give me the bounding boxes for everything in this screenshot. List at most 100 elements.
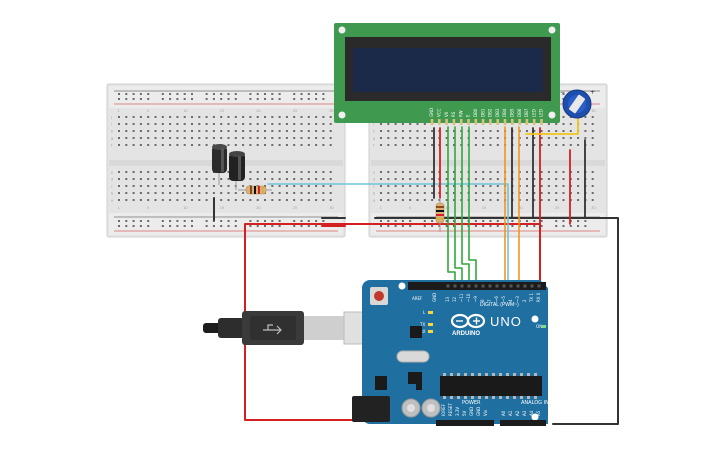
rail-hole [526,220,528,222]
rail-hole [496,225,499,227]
breadboard-hole [285,178,288,180]
breadboard-hole [198,137,201,139]
breadboard-hole [307,137,310,139]
breadboard-hole [489,171,492,173]
breadboard-hole [482,144,485,146]
rail-hole [212,98,215,100]
rail-hole [249,98,252,100]
breadboard-hole [293,130,296,132]
rail-hole [176,220,179,222]
header-pin-hole [481,284,485,288]
rail-hole [212,220,215,222]
chip-pin [478,373,481,376]
breadboard-hole [329,130,332,132]
rail-hole [139,93,142,95]
gnd-pin-label: GND [432,293,437,302]
rail-hole [489,220,492,222]
breadboard-hole [489,144,492,146]
breadboard-hole [431,171,434,173]
breadboard-hole [249,171,252,173]
breadboard-hole [445,130,448,132]
breadboard-hole [489,199,492,201]
rail-hole [220,98,223,100]
breadboard-hole [205,171,208,173]
breadboard-hole [394,130,397,132]
breadboard-hole [118,185,120,187]
row-letter: a [111,199,113,203]
breadboard-hole [220,192,223,194]
breadboard-hole [409,185,412,187]
chip-pin [492,373,495,376]
row-letter: a [373,199,375,203]
rail-hole [147,98,150,100]
breadboard-hole [176,171,179,173]
column-number: 25 [555,206,559,210]
breadboard-hole [562,185,565,187]
header-pin-hole [446,284,450,288]
breadboard-hole [139,144,142,146]
row-letter: e [373,171,375,175]
breadboard-hole [322,199,325,201]
breadboard-hole [285,116,288,118]
breadboard-hole [584,137,587,139]
breadboard-hole [256,130,259,132]
rail-hole [220,220,223,222]
column-number: 15 [220,206,224,210]
breadboard-hole [118,123,120,125]
breadboard-hole [540,192,543,194]
breadboard-hole [474,144,477,146]
breadboard-hole [453,192,455,194]
breadboard-hole [489,130,492,132]
rail-hole [169,98,172,100]
chip-pin [492,396,495,399]
rail-hole [584,225,587,227]
uno-logo-text: UNO [490,314,522,329]
breadboard-hole [591,185,594,187]
header-pin-hole [467,284,471,288]
breadboard-hole [147,171,150,173]
breadboard-hole [183,199,186,201]
breadboard-hole [278,192,281,194]
breadboard-hole [315,178,318,180]
rail-hole [147,225,150,227]
breadboard-hole [423,185,426,187]
breadboard-hole [220,178,223,180]
breadboard-hole [387,192,390,194]
breadboard-hole [409,199,412,201]
svg-text:5V: 5V [462,410,467,416]
chip-pin [457,373,460,376]
lcd-pin-label: DB6 [517,108,522,117]
breadboard-hole [474,130,477,132]
chip-pin [471,373,474,376]
reset-button-cap[interactable] [374,291,384,301]
breadboard-hole [161,137,164,139]
breadboard-hole [315,130,318,132]
digital-pin-label: ~9 [473,296,478,302]
lcd-pin [481,119,485,125]
digital-pin-label: ~10 [466,293,471,302]
breadboard-hole [249,144,252,146]
breadboard-hole [293,192,296,194]
breadboard-hole [322,123,325,125]
breadboard-hole [322,178,325,180]
header-pin-hole [537,284,541,288]
breadboard-hole [227,123,230,125]
breadboard-hole [264,199,266,201]
breadboard-hole [147,185,150,187]
breadboard-hole [220,123,223,125]
lcd-pin-label: DB5 [510,108,515,117]
breadboard-hole [227,178,230,180]
lcd-pin [467,119,470,125]
digital-pin-label: 2 [522,299,527,302]
rail-hole [234,93,237,95]
breadboard-hole [401,137,404,139]
rail-hole [482,225,485,227]
breadboard-hole [161,130,164,132]
breadboard-hole [387,130,390,132]
breadboard-hole [118,144,120,146]
breadboard-hole [227,185,230,187]
breadboard-hole [453,199,455,201]
rail-hole [300,93,303,95]
breadboard-hole [169,116,172,118]
